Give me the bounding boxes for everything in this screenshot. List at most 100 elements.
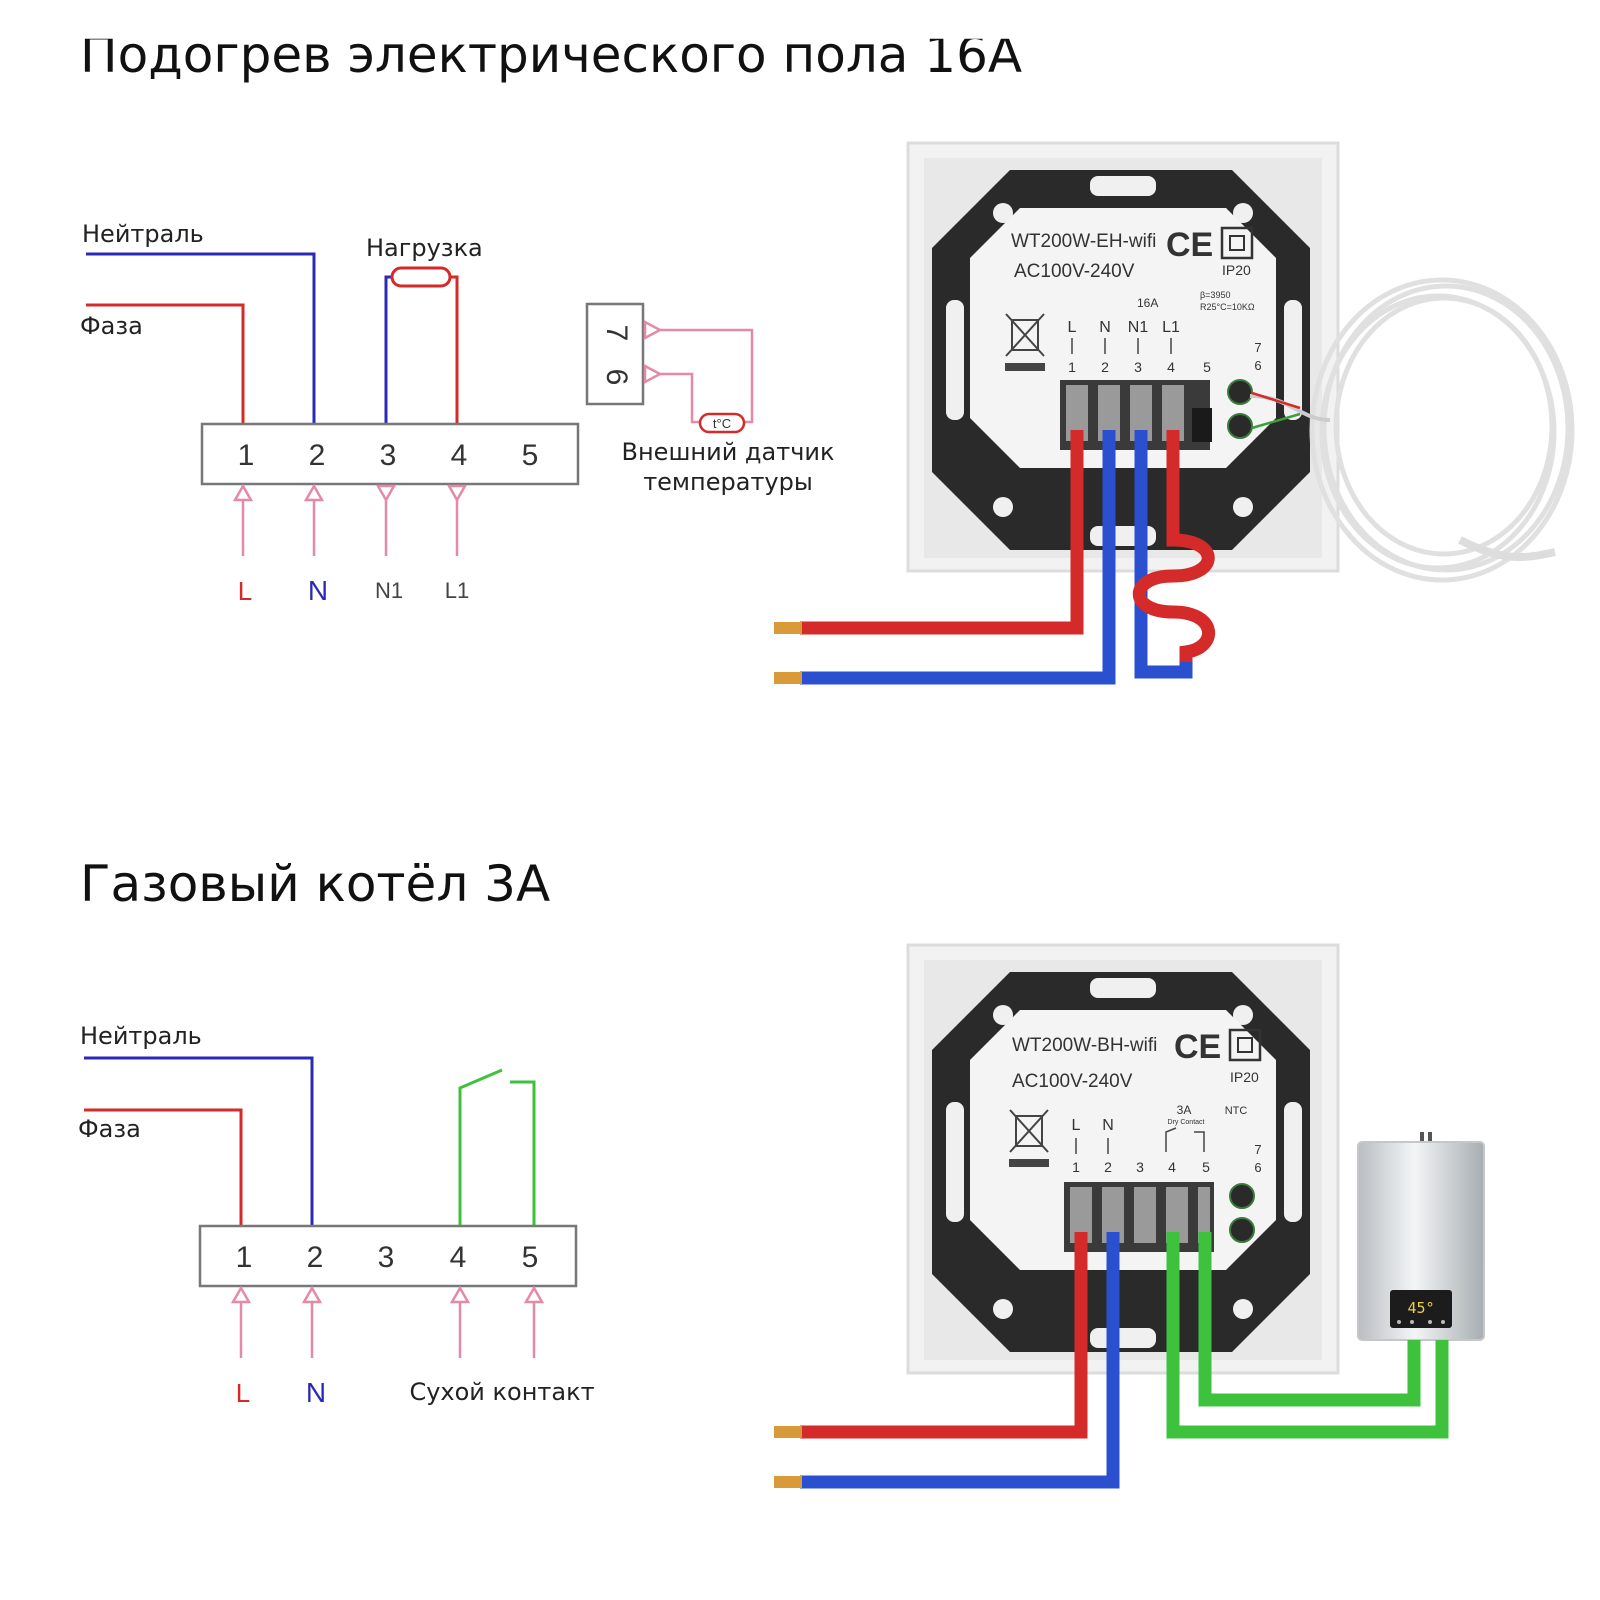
terminal-2: 2	[309, 439, 326, 472]
pin-number-2: 2	[1101, 359, 1109, 375]
label-L1: L1	[445, 578, 469, 603]
device-voltage: AC100V-240V	[1014, 261, 1135, 282]
floor-thermostat-device: WT200W-EH-wifi AC100V-240V CE IP20 16A β…	[906, 141, 1340, 573]
boiler-terminal-2: 2	[307, 1241, 324, 1274]
photo-dry-wire-1	[1166, 1232, 1449, 1439]
sensor-label-line1: Внешний датчик	[622, 438, 835, 466]
pin-number-1: 1	[1068, 359, 1076, 375]
device-ip: IP20	[1222, 262, 1251, 278]
boiler-label-L: L	[236, 1378, 250, 1408]
arrow-up-icon	[303, 483, 325, 502]
pin-number-6: 6	[1254, 1160, 1261, 1175]
arrow-up-icon	[301, 1285, 323, 1304]
pin-number-6: 6	[1254, 358, 1261, 373]
title-floor-heating: Подогрев электрического пола 16A	[80, 26, 1023, 84]
arrow-down-icon	[375, 484, 397, 503]
pin-number-7: 7	[1254, 340, 1261, 355]
arrow-right-icon	[643, 363, 663, 385]
arrow-up-icon	[230, 1285, 252, 1304]
weee-bin-icon	[1009, 1109, 1049, 1167]
neutral-wire	[86, 252, 316, 424]
dry-contact-wire	[510, 1080, 536, 1226]
pin-letter-L1: L1	[1162, 319, 1180, 336]
photo-n1-wire	[1134, 430, 1193, 679]
label-N: N	[308, 575, 328, 606]
boiler-display	[1390, 1290, 1452, 1328]
arrow-up-icon	[232, 483, 254, 502]
device-rating-boiler: 3A	[1177, 1103, 1192, 1117]
label-L: L	[238, 576, 252, 606]
device-model-boiler: WT200W-BH-wifi	[1012, 1035, 1157, 1056]
boiler-schematic: Нейтраль Фаза 1 2 3 4 5 L N Сухой контак…	[78, 1022, 595, 1408]
device-ntc: NTC	[1225, 1105, 1248, 1117]
load-resistor	[390, 266, 452, 288]
pin-number-7: 7	[1254, 1142, 1261, 1157]
boiler-display-value: 45°	[1407, 1299, 1434, 1317]
pin-number-1: 1	[1072, 1159, 1080, 1175]
terminal-5: 5	[522, 439, 539, 472]
photo-dry-wire-2	[1198, 1232, 1421, 1407]
neutral-label-boiler: Нейтраль	[80, 1022, 202, 1050]
pin-number-2: 2	[1104, 1159, 1112, 1175]
phase-label: Фаза	[80, 312, 143, 340]
photo-neutral-wire	[800, 430, 1116, 685]
sensor-terminal-6: 6	[600, 369, 633, 386]
terminal-block-floor	[200, 422, 580, 486]
floor-schematic: Нейтраль Фаза Нагрузка 1 2 3 4 5 L N N1 …	[80, 220, 834, 606]
boiler-terminal-4: 4	[450, 1241, 467, 1274]
terminal-block-boiler	[198, 1224, 578, 1288]
pin-letter-L: L	[1068, 319, 1077, 336]
pin-number-3: 3	[1134, 359, 1142, 375]
neutral-label: Нейтраль	[82, 220, 204, 248]
pin-number-5: 5	[1202, 1159, 1210, 1175]
title-gas-boiler: Газовый котёл 3A	[80, 855, 551, 913]
gas-boiler-unit: 45°	[1357, 1132, 1485, 1341]
photo-neutral-wire-boiler	[800, 1232, 1120, 1489]
load-n1-wire	[384, 275, 398, 424]
boiler-thermostat-device: WT200W-BH-wifi AC100V-240V CE IP20 3A Dr…	[906, 943, 1340, 1375]
terminal-1: 1	[238, 439, 255, 472]
pin-number-4: 4	[1167, 359, 1175, 375]
phase-wire	[86, 303, 245, 424]
load-l1-wire	[445, 275, 459, 424]
boiler-terminal-1: 1	[236, 1241, 253, 1274]
device-ip-boiler: IP20	[1230, 1069, 1259, 1085]
device-voltage-boiler: AC100V-240V	[1012, 1071, 1133, 1092]
device-rating: 16A	[1137, 296, 1158, 310]
arrow-down-icon	[446, 484, 468, 503]
photo-phase-wire	[800, 430, 1084, 635]
boiler-terminal-5: 5	[522, 1241, 539, 1274]
neutral-wire-boiler	[84, 1056, 314, 1226]
arrow-up-icon	[449, 1285, 471, 1304]
thermistor-symbol: t°C	[713, 416, 731, 431]
load-label: Нагрузка	[366, 234, 483, 262]
pin-letter-N: N	[1102, 1117, 1114, 1134]
pin-number-3: 3	[1136, 1159, 1144, 1175]
label-N1: N1	[375, 578, 403, 603]
phase-wire-boiler	[84, 1108, 243, 1226]
terminal-3: 3	[380, 439, 397, 472]
sensor-label-line2: температуры	[643, 468, 813, 496]
ce-mark-icon: CE	[1166, 226, 1213, 264]
arrow-up-icon	[523, 1285, 545, 1304]
phase-label-boiler: Фаза	[78, 1115, 141, 1143]
sensor-terminal-box	[585, 302, 645, 406]
device-dry-contact: Dry Contact	[1168, 1119, 1205, 1126]
pin-number-4: 4	[1168, 1159, 1176, 1175]
terminal-4: 4	[451, 439, 468, 472]
dry-contact-label: Сухой контакт	[409, 1378, 594, 1406]
boiler-label-N: N	[306, 1377, 326, 1408]
sensor-cable-coil	[1249, 277, 1575, 583]
photo-phase-wire-boiler	[800, 1232, 1088, 1439]
pin-number-5: 5	[1203, 359, 1211, 375]
thermistor-icon	[698, 412, 746, 434]
ce-mark-icon: CE	[1174, 1028, 1221, 1066]
double-insulation-icon	[1220, 226, 1254, 260]
dry-contact-switch	[458, 1068, 503, 1226]
device-model: WT200W-EH-wifi	[1011, 231, 1156, 252]
pin-letter-N: N	[1099, 319, 1111, 336]
photo-heating-coil	[1132, 430, 1215, 662]
weee-bin-icon	[1005, 313, 1045, 371]
boiler-terminal-3: 3	[378, 1241, 395, 1274]
